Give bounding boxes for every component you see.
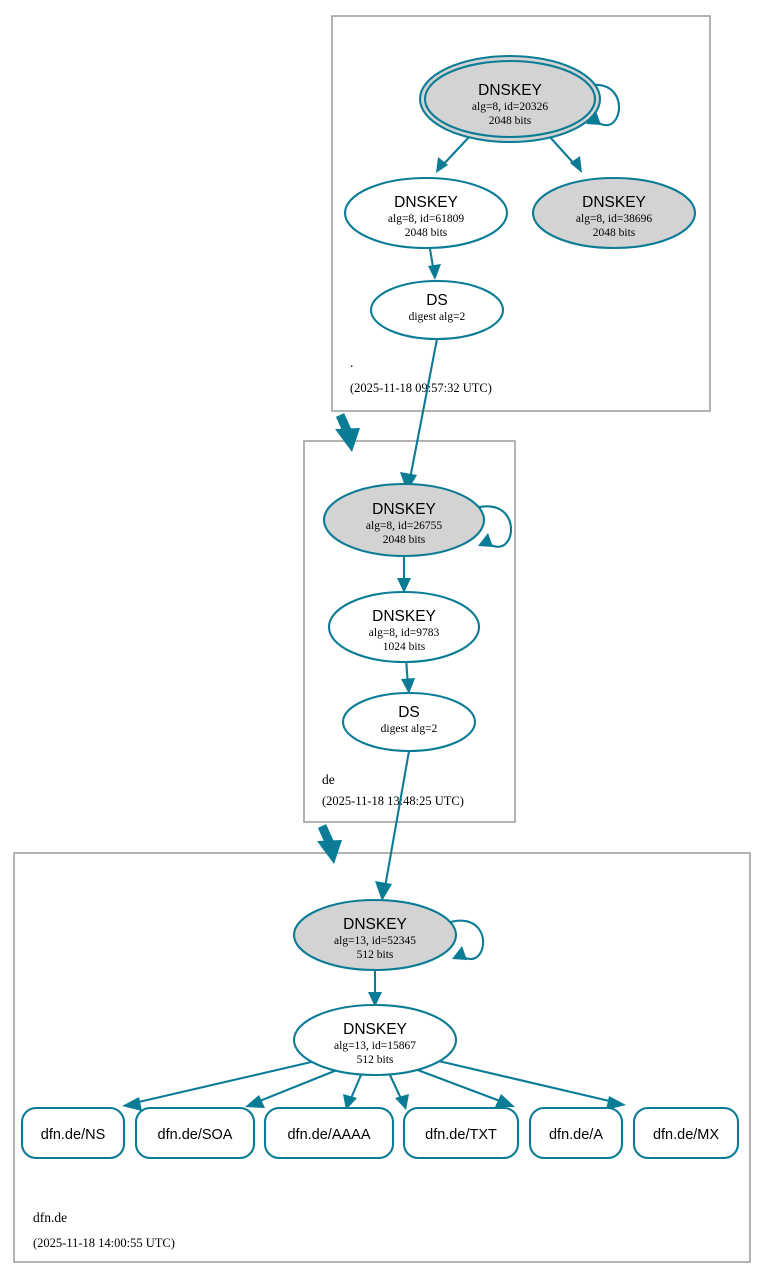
rrset-aaaa-label: dfn.de/AAAA (287, 1127, 370, 1143)
node-root-key-38696-title: DNSKEY (582, 194, 646, 211)
node-root-zsk-61809-detail2: 2048 bits (405, 227, 448, 239)
node-dfn-ksk-ellipse (292, 898, 458, 972)
rrset-node-aaaa[interactable]: dfn.de/AAAA (263, 1106, 395, 1160)
node-dfn-zsk-ellipse (292, 1003, 458, 1077)
node-de-ksk-ellipse (322, 482, 486, 558)
rrset-node-soa[interactable]: dfn.de/SOA (134, 1106, 256, 1160)
rrset-node-ns[interactable]: dfn.de/NS (20, 1106, 126, 1160)
node-dfn-ksk[interactable]: DNSKEY alg=13, id=52345 512 bits (292, 898, 458, 972)
arrowhead-rrset-mx (606, 1096, 626, 1110)
node-dfn-ksk-title: DNSKEY (343, 916, 407, 933)
arrowhead-self-sign-dfn-ksk (452, 946, 467, 960)
arrowhead-rrset-txt (395, 1094, 409, 1110)
node-root-key-38696-detail1: alg=8, id=38696 (576, 213, 652, 225)
node-de-ds-dfn-title: DS (398, 704, 420, 721)
node-de-ksk[interactable]: DNSKEY alg=8, id=26755 2048 bits (322, 482, 486, 558)
rrset-aaaa-rect (263, 1106, 395, 1160)
node-de-ksk-detail2: 2048 bits (383, 534, 426, 546)
zone-timestamp-root: (2025-11-18 09:57:32 UTC) (350, 381, 492, 395)
node-root-ds-de-title: DS (426, 292, 448, 309)
zone-label-dfn-de: dfn.de (33, 1210, 67, 1225)
arrowhead-zone-de-to-dfn (317, 840, 342, 864)
node-root-zsk-61809[interactable]: DNSKEY alg=8, id=61809 2048 bits (343, 176, 509, 250)
arrowhead-de-ds-to-dfn-ksk (375, 881, 392, 901)
arrowhead-root-ds-to-de-ksk (400, 472, 417, 492)
arrowhead-root-zsk61809-to-ds (428, 264, 441, 280)
arrowhead-rrset-aaaa (343, 1094, 357, 1110)
edge-dfn-zsk-to-rrset-mx (429, 1057, 619, 1105)
zone-label-root: . (350, 355, 353, 370)
edge-de-ds-to-dfn-ksk (382, 750, 411, 894)
edge-root-ksk-to-zsk61809 (440, 135, 471, 168)
node-de-ksk-detail1: alg=8, id=26755 (366, 520, 442, 532)
node-root-ds-de[interactable]: DS digest alg=2 (369, 279, 505, 341)
node-root-ds-de-detail1: digest alg=2 (409, 311, 466, 323)
edge-dfn-zsk-to-rrset-a (414, 1068, 509, 1105)
node-de-zsk-detail2: 1024 bits (383, 641, 426, 653)
rrset-txt-rect (402, 1106, 520, 1160)
rrset-soa-rect (134, 1106, 256, 1160)
node-root-ksk-title: DNSKEY (478, 82, 542, 99)
node-root-key-38696-detail2: 2048 bits (593, 227, 636, 239)
rrset-node-txt[interactable]: dfn.de/TXT (402, 1106, 520, 1160)
arrowhead-self-sign-root-ksk (586, 111, 601, 125)
rrset-mx-rect (632, 1106, 740, 1160)
node-root-key-38696-ellipse (531, 176, 697, 250)
node-root-zsk-61809-ellipse (343, 176, 509, 250)
node-root-zsk-61809-detail1: alg=8, id=61809 (388, 213, 464, 225)
arrowhead-root-ksk-to-zsk61809 (436, 157, 448, 173)
rrset-a-rect (528, 1106, 624, 1160)
arrowhead-de-zsk-to-ds (401, 678, 415, 694)
node-dfn-zsk-detail2: 512 bits (357, 1054, 394, 1066)
arrowhead-self-sign-de-ksk (478, 533, 493, 547)
rrset-soa-label: dfn.de/SOA (158, 1127, 233, 1143)
rrset-node-a[interactable]: dfn.de/A (528, 1106, 624, 1160)
node-dfn-zsk-title: DNSKEY (343, 1021, 407, 1038)
node-root-key-38696[interactable]: DNSKEY alg=8, id=38696 2048 bits (531, 176, 697, 250)
node-de-zsk-title: DNSKEY (372, 608, 436, 625)
node-dfn-zsk[interactable]: DNSKEY alg=13, id=15867 512 bits (292, 1003, 458, 1077)
node-root-ksk[interactable]: DNSKEY alg=8, id=20326 2048 bits (418, 54, 602, 144)
node-root-ksk-detail2: 2048 bits (489, 115, 532, 127)
arrowhead-de-ksk-to-zsk (397, 578, 411, 593)
arrowhead-rrset-ns (122, 1097, 142, 1111)
rrset-txt-label: dfn.de/TXT (425, 1127, 497, 1143)
arrowhead-root-ksk-to-key38696 (570, 156, 582, 173)
node-dfn-ksk-detail2: 512 bits (357, 949, 394, 961)
zone-timestamp-dfn-de: (2025-11-18 14:00:55 UTC) (33, 1236, 175, 1250)
edge-dfn-zsk-to-rrset-soa (251, 1069, 338, 1105)
node-root-ksk-inner-ellipse (423, 59, 597, 139)
node-root-ds-de-ellipse (369, 279, 505, 341)
node-de-zsk-detail1: alg=8, id=9783 (369, 627, 440, 639)
zone-label-de: de (322, 772, 335, 787)
rrset-node-mx[interactable]: dfn.de/MX (632, 1106, 740, 1160)
node-de-zsk[interactable]: DNSKEY alg=8, id=9783 1024 bits (327, 590, 481, 664)
rrset-mx-label: dfn.de/MX (653, 1127, 719, 1143)
node-dfn-zsk-detail1: alg=13, id=15867 (334, 1040, 416, 1052)
zone-timestamp-de: (2025-11-18 13:48:25 UTC) (322, 794, 464, 808)
rrset-ns-rect (20, 1106, 126, 1160)
node-de-ds-dfn[interactable]: DS digest alg=2 (341, 691, 477, 753)
edge-dfn-zsk-to-rrset-ns (129, 1058, 321, 1106)
node-de-ds-dfn-detail1: digest alg=2 (381, 723, 438, 735)
node-de-ksk-title: DNSKEY (372, 501, 436, 518)
node-dfn-ksk-detail1: alg=13, id=52345 (334, 935, 416, 947)
arrowhead-rrset-a (495, 1094, 515, 1107)
arrowhead-dfn-ksk-to-zsk (368, 992, 382, 1007)
arrowhead-rrset-soa (245, 1095, 265, 1108)
edge-root-ds-to-de-ksk (407, 338, 439, 485)
node-de-ds-dfn-ellipse (341, 691, 477, 753)
rrset-ns-label: dfn.de/NS (41, 1127, 106, 1143)
node-root-ksk-detail1: alg=8, id=20326 (472, 101, 548, 113)
node-root-zsk-61809-title: DNSKEY (394, 194, 458, 211)
rrset-a-label: dfn.de/A (549, 1127, 603, 1143)
arrowhead-zone-root-to-de (335, 428, 360, 452)
node-de-zsk-ellipse (327, 590, 481, 664)
